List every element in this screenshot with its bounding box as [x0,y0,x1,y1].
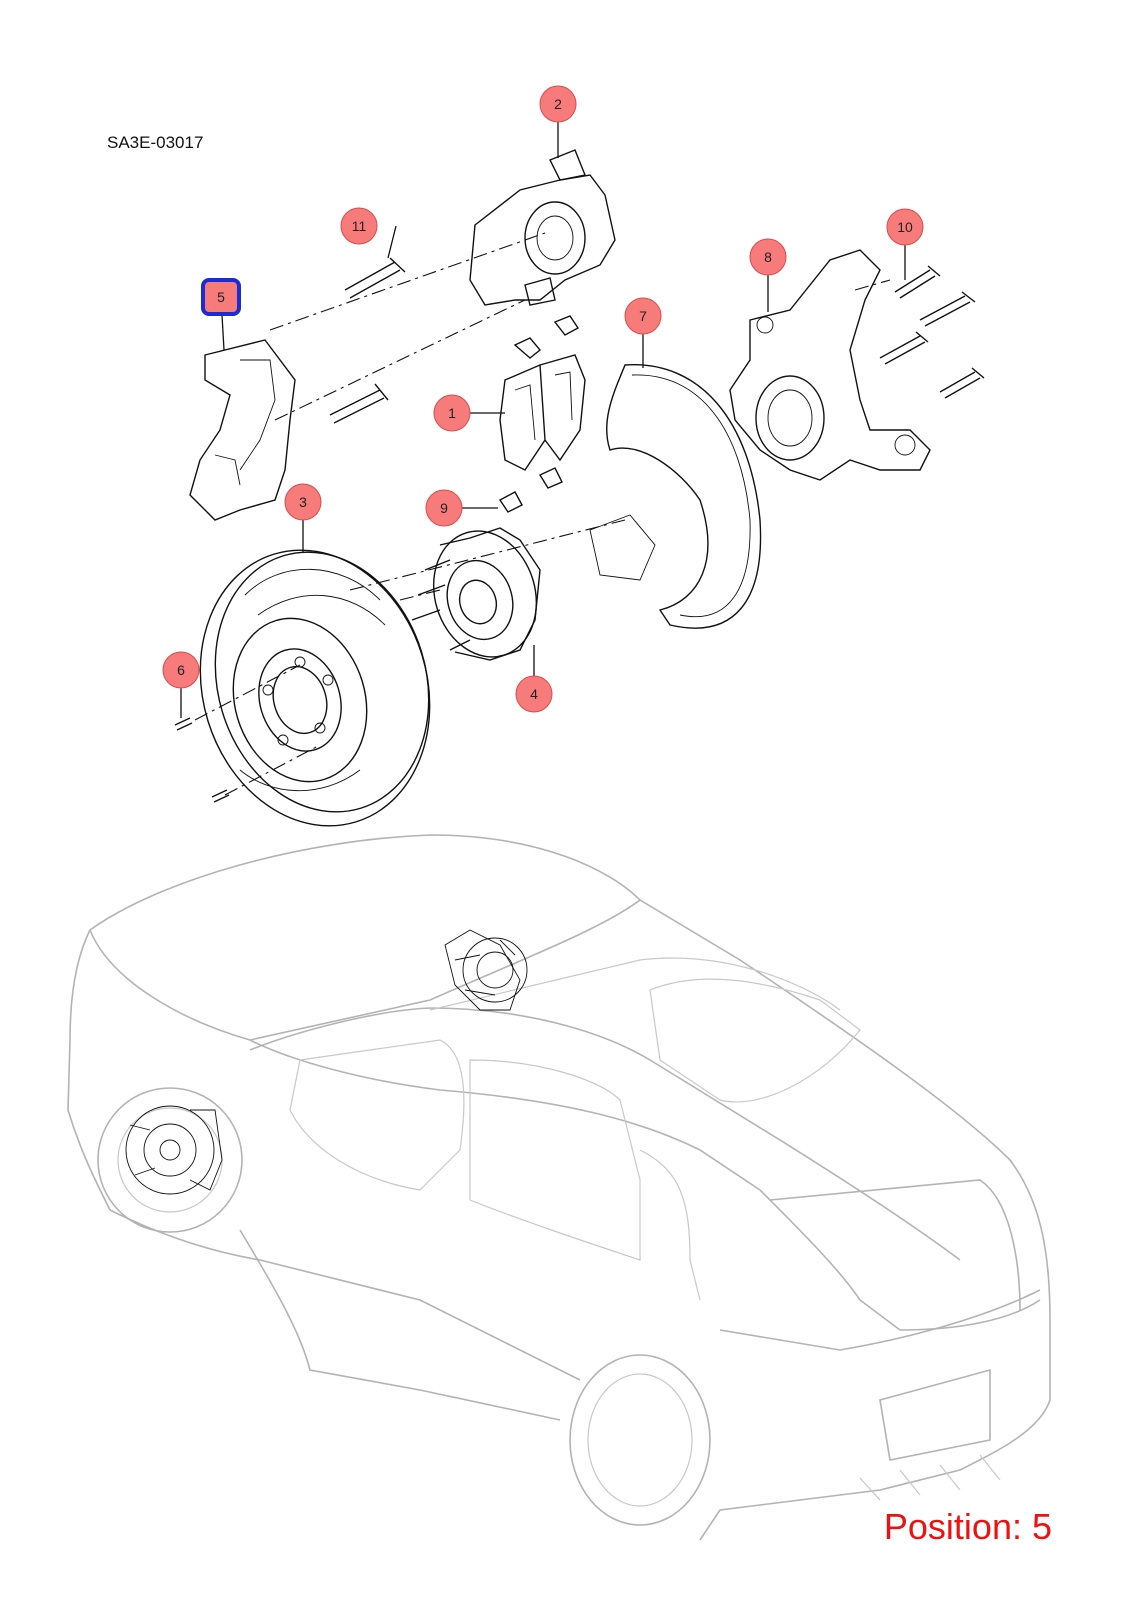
callout-3[interactable]: 3 [284,483,322,521]
assembly-axis-lines [194,232,891,796]
callout-1[interactable]: 1 [433,394,471,432]
callout-label: 4 [530,686,538,702]
wheel-hub-part [411,527,541,661]
callout-6[interactable]: 6 [162,651,200,689]
callout-8[interactable]: 8 [749,238,787,276]
caliper-guide-bolts-part [329,257,406,424]
brake-disc-part [199,549,431,827]
vehicle-brake-location-marker [444,929,528,1011]
callout-10[interactable]: 10 [886,208,924,246]
callout-label: 1 [448,405,456,421]
steering-knuckle-part [729,249,931,481]
brake-caliper-part [469,149,616,306]
callout-label: 11 [352,218,367,234]
callout-label: 2 [554,96,562,112]
caliper-bracket-part [189,339,296,521]
pad-clips-part [498,315,580,513]
dust-shield-part [589,364,762,629]
knuckle-bolts-part [879,265,985,399]
position-indicator: Position: 5 [883,1506,1052,1547]
callout-label: 9 [440,500,448,516]
diagram-code: SA3E-03017 [107,133,204,152]
callout-11[interactable]: 11 [340,207,378,245]
callout-4[interactable]: 4 [515,675,553,713]
callout-leaders [180,122,906,718]
callout-label: 5 [217,289,225,305]
callout-label: 6 [177,662,185,678]
callout-label: 7 [639,308,647,324]
callout-label: 3 [299,494,307,510]
brake-pads-part [499,354,586,471]
callout-7[interactable]: 7 [624,297,662,335]
callout-9[interactable]: 9 [425,489,463,527]
callout-label: 8 [764,249,772,265]
vehicle-wheel-brake-marker [125,1105,223,1195]
disc-screws-part [174,717,230,803]
callout-label: 10 [897,219,913,235]
callout-5-selected[interactable]: 5 [201,278,241,316]
callout-2[interactable]: 2 [539,85,577,123]
vehicle-outline [67,834,1051,1541]
